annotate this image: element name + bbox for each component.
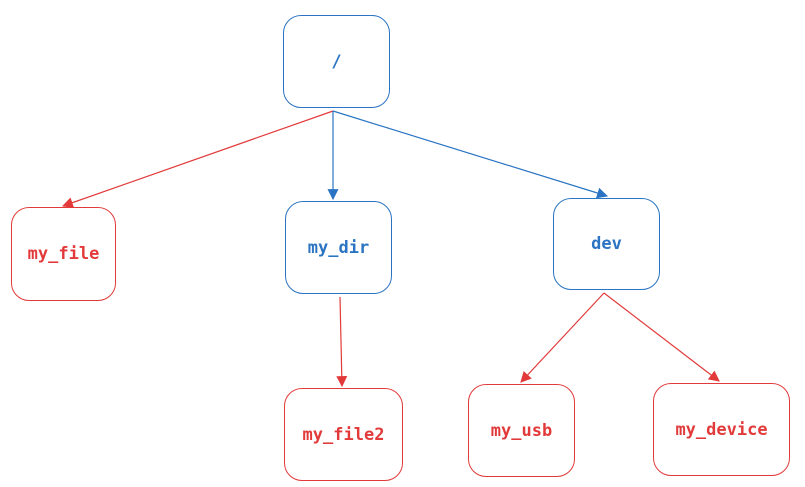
edge-dev-to-my_device (603, 292, 720, 382)
node-my-device: my_device (653, 383, 790, 476)
node-my-dir: my_dir (285, 201, 392, 294)
node-label: my_device (675, 419, 768, 440)
node-label: dev (591, 234, 622, 254)
node-label: my_dir (307, 237, 370, 258)
node-label: my_file2 (302, 424, 385, 445)
node-label: my_usb (490, 420, 553, 441)
node-dev: dev (553, 198, 660, 290)
edge-root-to-dev (332, 110, 609, 199)
node-my-file: my_file (11, 207, 116, 301)
edge-my_dir-to-my_file2 (336, 296, 348, 388)
node-my-usb: my_usb (468, 384, 575, 477)
node-root-dir: / (283, 15, 390, 108)
node-label: / (331, 51, 342, 72)
node-label: my_file (27, 244, 100, 264)
node-my-file2: my_file2 (284, 388, 403, 481)
edge-root-to-my_file (61, 110, 334, 208)
edge-dev-to-my_usb (520, 292, 605, 383)
